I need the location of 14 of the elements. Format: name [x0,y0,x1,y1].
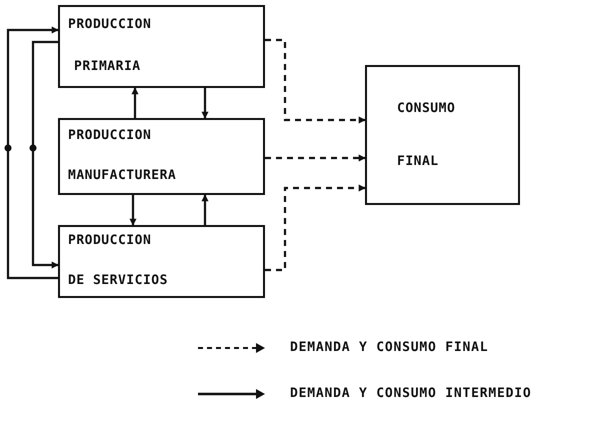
box-label: FINAL [397,154,440,169]
box-label: PRODUCCION [68,17,152,32]
process-box [58,118,265,195]
process-box [365,65,520,205]
box-label: MANUFACTURERA [68,168,178,183]
box-label: PRIMARIA [73,59,142,74]
box-label: PRODUCCION [68,128,152,143]
process-box [58,5,265,88]
legend-text: DEMANDA Y CONSUMO INTERMEDIO [290,386,532,401]
box-label: CONSUMO [397,101,456,116]
process-box [58,225,265,298]
box-label: PRODUCCION [68,233,152,248]
legend-text: DEMANDA Y CONSUMO FINAL [290,340,488,355]
box-label: DE SERVICIOS [68,273,169,288]
